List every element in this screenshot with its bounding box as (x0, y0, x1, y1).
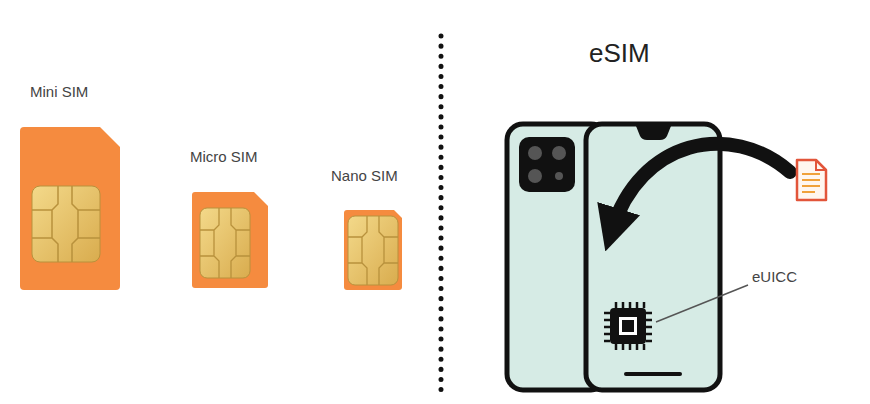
card-size-label: Nano SIM (331, 167, 398, 184)
leader-line (656, 285, 748, 322)
mini-sim-card (20, 127, 120, 290)
section-title: eSIM (589, 38, 650, 69)
nano-sim-card (344, 210, 402, 290)
card-size-label: Micro SIM (190, 148, 258, 165)
euicc-chip (604, 302, 652, 350)
micro-sim-card (192, 192, 268, 288)
card-size-label: Mini SIM (30, 83, 88, 100)
profile-document-icon (797, 160, 826, 200)
chip-label: eUICC (752, 268, 797, 285)
download-arrow (612, 144, 790, 230)
dotted-divider (439, 36, 444, 396)
